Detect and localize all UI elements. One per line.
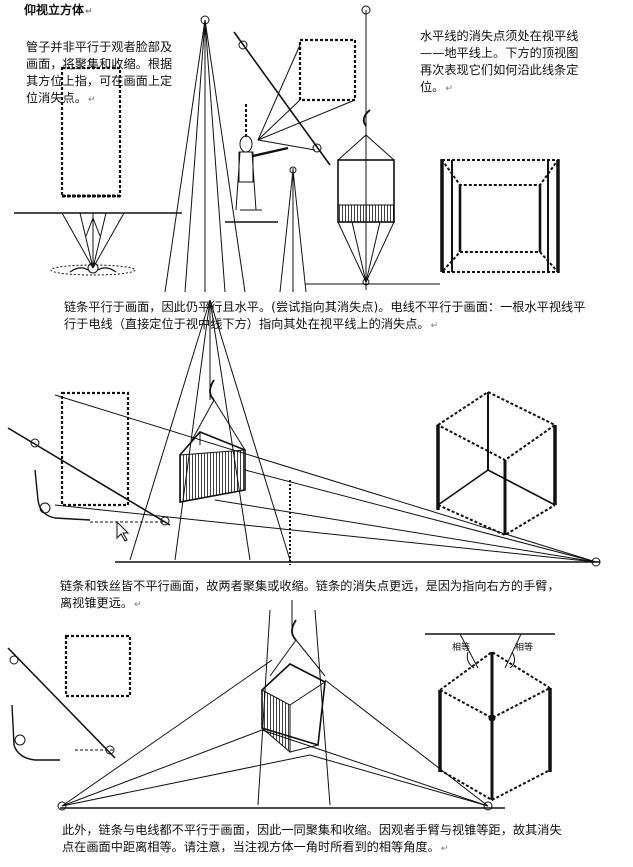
row3-right-cube (425, 633, 555, 802)
paragraph-2: 水平线的消失点须处在视平线——地平线上。下方的顶视图再次表现它们如何沿此线条定位… (420, 29, 579, 94)
row1-left-figure (14, 66, 182, 276)
row1-middle-figure (164, 5, 440, 293)
equal-label-left: 相等 (452, 641, 470, 653)
paragraph-3: 链条平行于画面，因此仍平行且水平。(尝试指向其消失点)。电线不平行于画面：一根水… (64, 300, 586, 331)
equal-label-right: 相等 (515, 641, 533, 653)
page-title: 仰视立方体↵ (24, 3, 93, 17)
paragraph-4: 链条和铁丝皆不平行画面，故两者聚集或收缩。链条的消失点更远，是因为指向右方的手臂… (60, 579, 560, 610)
row2-figure (7, 299, 601, 567)
paragraph-1: 管子并非平行于观者脸部及画面，将聚集和收缩。根据其方位上指，可在画面上定位消失点… (26, 40, 173, 105)
row2-right-cube (436, 390, 557, 537)
paragraph-5: 此外，链条与电线都不平行于画面，因此一同聚集和收缩。因观者手臂与视锥等距，故其消… (62, 823, 562, 854)
row3-figure (7, 600, 505, 811)
row1-right-cube (439, 159, 561, 273)
